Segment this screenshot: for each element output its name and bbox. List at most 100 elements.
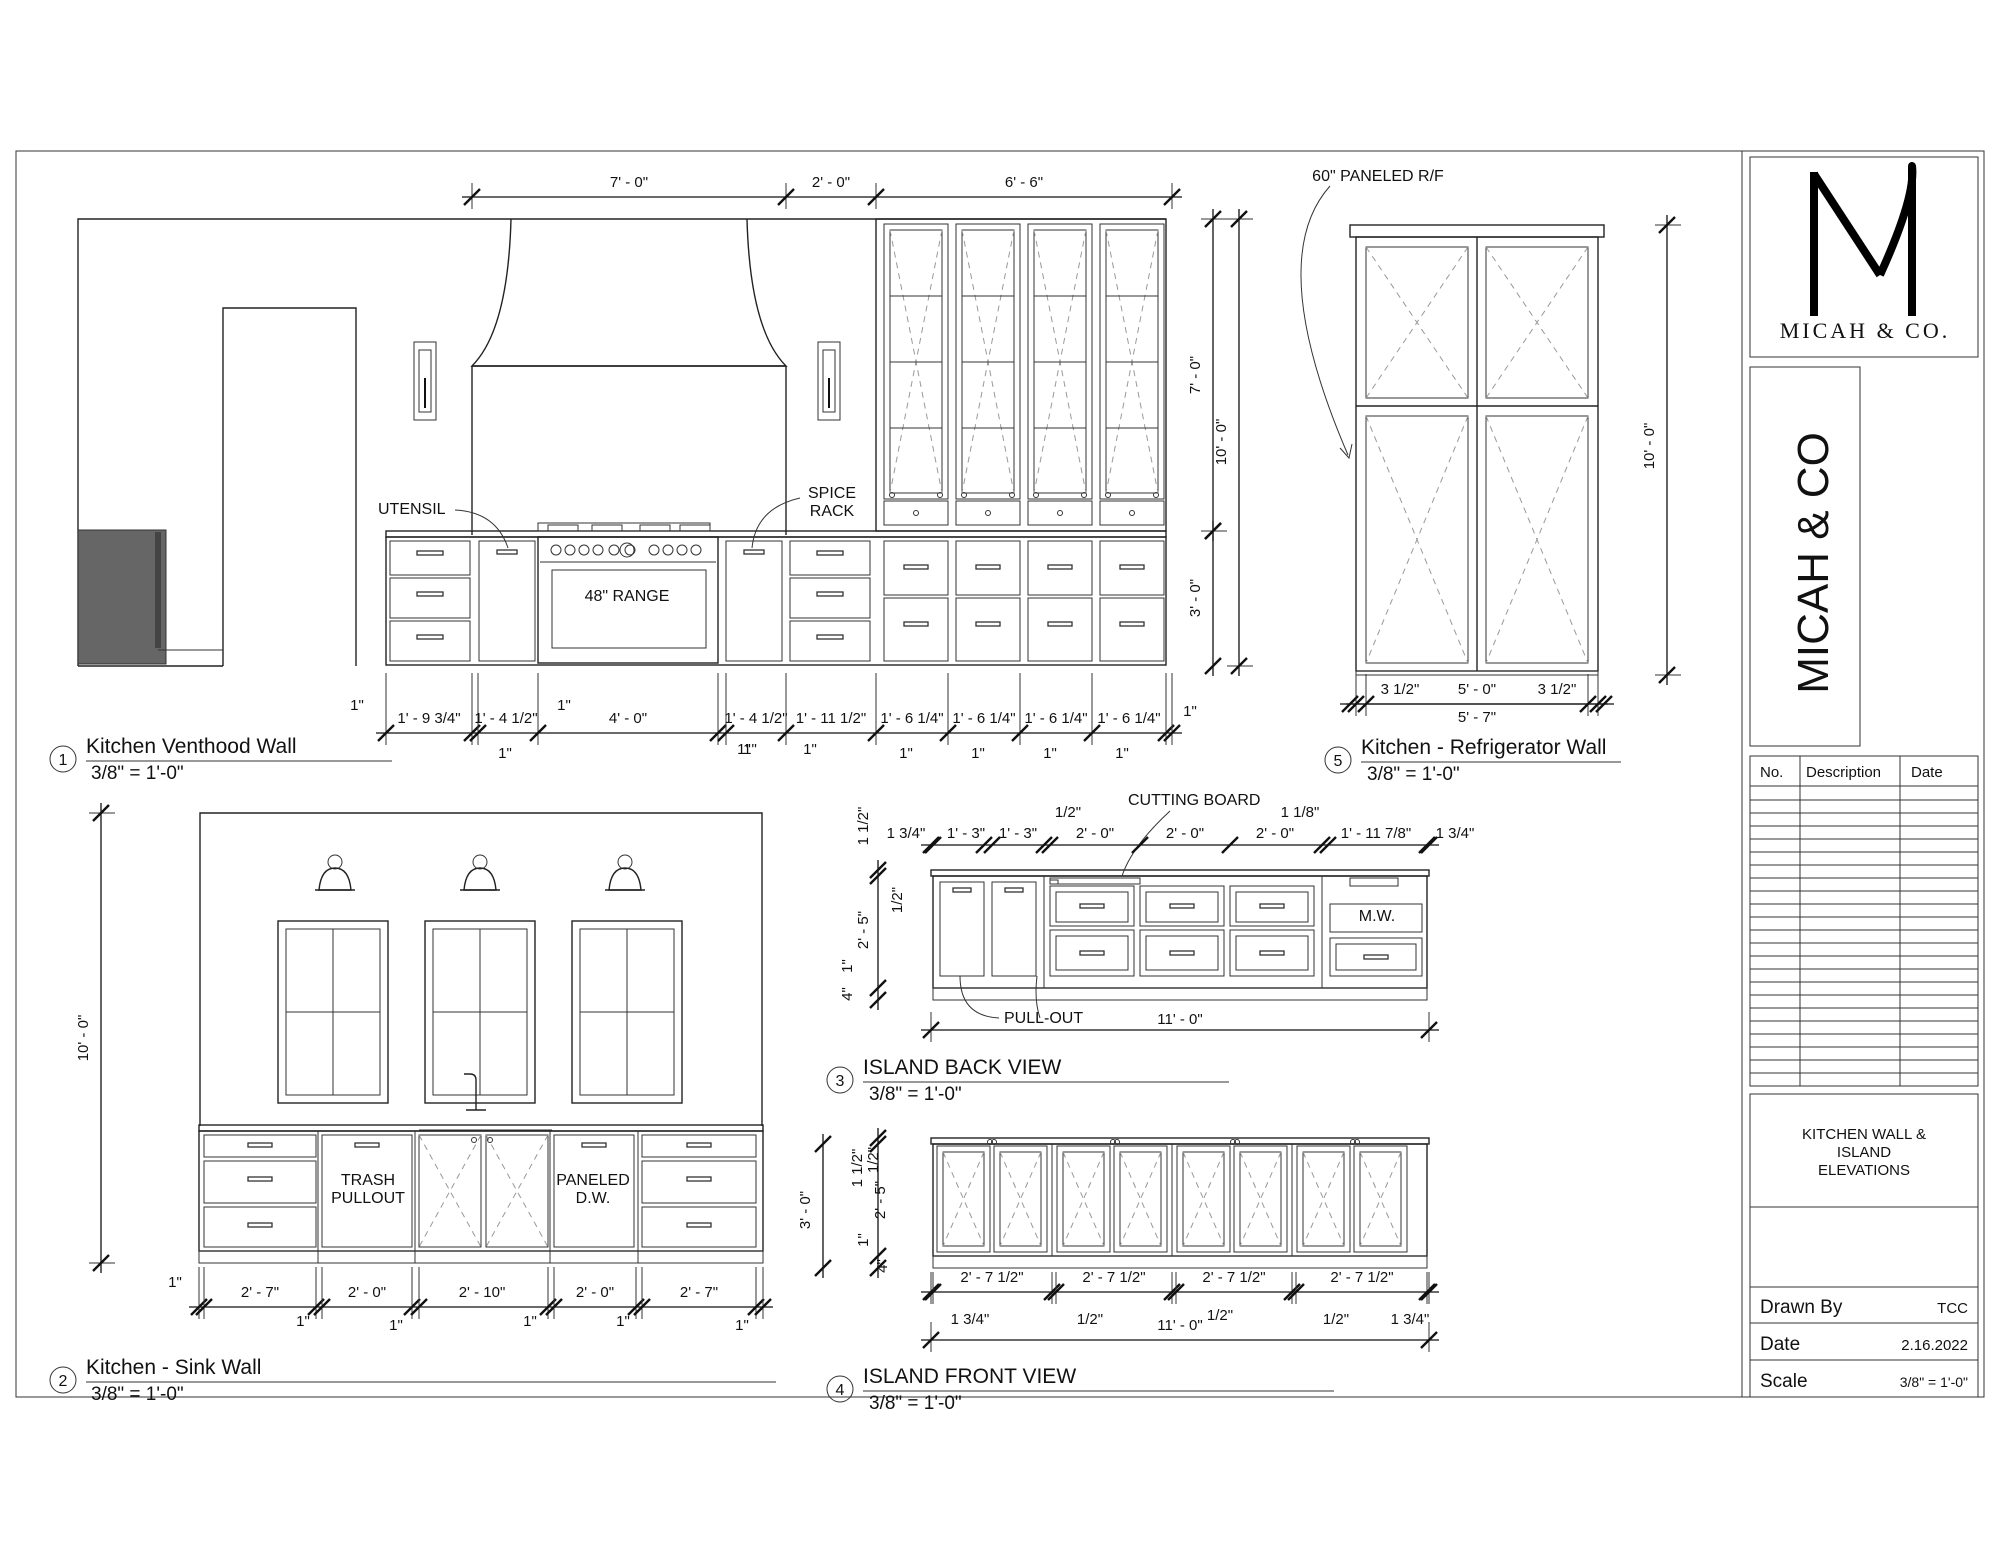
drawer-pull: [247, 1222, 273, 1228]
panel-diagonal: [1365, 246, 1469, 399]
dimension-text: 1": [1115, 745, 1129, 762]
range-burner: [547, 524, 579, 532]
drawer: [641, 1134, 757, 1158]
drawer: [883, 540, 949, 596]
dimension-text: 3 1/2": [1538, 681, 1577, 698]
window: [277, 920, 389, 1104]
drawer-pull: [1047, 564, 1073, 570]
view-2-scale: 3/8" = 1'-0": [91, 1384, 184, 1405]
dark-appliance-block: [77, 529, 167, 665]
drawer-pull: [816, 550, 844, 556]
cabinet-knob: [961, 492, 967, 498]
dimension-text: 2' - 7 1/2": [1330, 1269, 1393, 1286]
dimension-text: 1": [735, 1317, 749, 1334]
drawer: [789, 577, 871, 619]
drawing-title-line-3: ELEVATIONS: [1818, 1162, 1910, 1179]
drawer: [641, 1160, 757, 1204]
drawer: [203, 1160, 317, 1204]
door-panel: [1119, 1151, 1162, 1247]
drawer-pull: [903, 621, 929, 627]
drawer-pull: [1004, 887, 1024, 893]
mw-vent: [1349, 877, 1399, 887]
drawer-pull: [1047, 621, 1073, 627]
range-knob: [550, 544, 562, 556]
dimension-text: 2' - 7": [680, 1284, 718, 1301]
drawer-panel: [1235, 935, 1309, 971]
trash-label-1: TRASH: [341, 1172, 395, 1189]
dimension-text: 1/2": [1207, 1307, 1233, 1324]
drawer-pull: [1079, 950, 1105, 956]
view-4-number: 4: [836, 1382, 845, 1399]
drawer: [1027, 540, 1093, 596]
pendant-light: [617, 854, 633, 870]
rev-no-header: No.: [1760, 764, 1783, 781]
cutting-board: [1049, 879, 1059, 885]
drawer: [1049, 929, 1135, 977]
dimension-text: 2' - 0": [1166, 825, 1204, 842]
dimension-text: 1 3/4": [951, 1311, 990, 1328]
drawer-panel: [1055, 891, 1129, 923]
sink-faucet: [464, 1073, 486, 1111]
dimension-text: 1' - 6 1/4": [1097, 710, 1160, 727]
dimension-text: 3 1/2": [1381, 681, 1420, 698]
cabinet-knob: [1129, 510, 1135, 516]
view-3-scale: 3/8" = 1'-0": [869, 1084, 962, 1105]
dimension-text: 7' - 0": [610, 174, 648, 191]
drawer-pull: [686, 1176, 712, 1182]
door-diagonal: [418, 1134, 482, 1248]
dimension-text: 1' - 3": [947, 825, 985, 842]
drawer-pull: [416, 550, 444, 556]
dimension-text: 1/2": [1323, 1311, 1349, 1328]
cabinet-door: [1113, 1145, 1168, 1253]
spice-pullout: [725, 540, 783, 662]
dimension-text: 1 3/4": [1436, 825, 1475, 842]
cabinet-knob: [985, 510, 991, 516]
door-panel: [1239, 1151, 1282, 1247]
range-knob: [676, 544, 688, 556]
dimension-text: 1": [296, 1313, 310, 1330]
drawn-by-label: Drawn By: [1760, 1297, 1843, 1318]
dimension-text: 1": [743, 741, 757, 758]
small-drawer: [1099, 500, 1165, 526]
range-knob: [648, 544, 660, 556]
drawer-pull: [416, 634, 444, 640]
dimension-text: 1": [899, 745, 913, 762]
view-5-number: 5: [1334, 753, 1343, 770]
view-4-island-front: 3' - 0"1 1/2"1/2"2' - 5"1"4"2' - 7 1/2"2…: [797, 1128, 1439, 1414]
dimension-text: 2' - 7": [241, 1284, 279, 1301]
dimension-text: 2' - 0": [1076, 825, 1114, 842]
dimension-text: 1/2": [1077, 1311, 1103, 1328]
door-diagonal: [485, 1134, 549, 1248]
dimension-text: 1": [350, 697, 364, 714]
utensil-label: UTENSIL: [378, 501, 446, 518]
view-3-title: ISLAND BACK VIEW: [863, 1056, 1062, 1079]
drawer-pull: [686, 1222, 712, 1228]
drawing-title-line-1: KITCHEN WALL &: [1802, 1126, 1926, 1143]
small-drawer: [955, 500, 1021, 526]
dimension-text: 5' - 0": [1458, 681, 1496, 698]
drawer: [883, 597, 949, 662]
drawer: [203, 1206, 317, 1248]
dimension-text: 1/2": [889, 887, 906, 913]
view-2-number: 2: [59, 1373, 68, 1390]
revision-table: No. Description Date: [1749, 755, 1979, 1087]
spice-label-1: SPICE: [808, 485, 856, 502]
drawer-panel: [1145, 935, 1219, 971]
view-3-number: 3: [836, 1073, 845, 1090]
dimension-text: 1' - 11 1/2": [796, 710, 866, 727]
cabinet-knob: [1234, 1139, 1240, 1145]
pullout-door: [991, 881, 1037, 977]
cabinet-door: [1056, 1145, 1111, 1253]
drawer-pull: [1119, 621, 1145, 627]
cabinet-knob: [1354, 1139, 1360, 1145]
dimension-text: 1": [971, 745, 985, 762]
drawer-pull: [1119, 564, 1145, 570]
cabinet-knob: [1009, 492, 1015, 498]
dimension-text: 2' - 5": [855, 911, 872, 949]
range-hood: [470, 218, 788, 535]
drawer-pull: [1169, 950, 1195, 956]
view-2-title: Kitchen - Sink Wall: [86, 1356, 261, 1379]
micah-co-logo: MICAH & CO.: [1780, 162, 1947, 343]
drawer-panel: [1335, 943, 1417, 971]
drawer-pull: [1079, 903, 1105, 909]
